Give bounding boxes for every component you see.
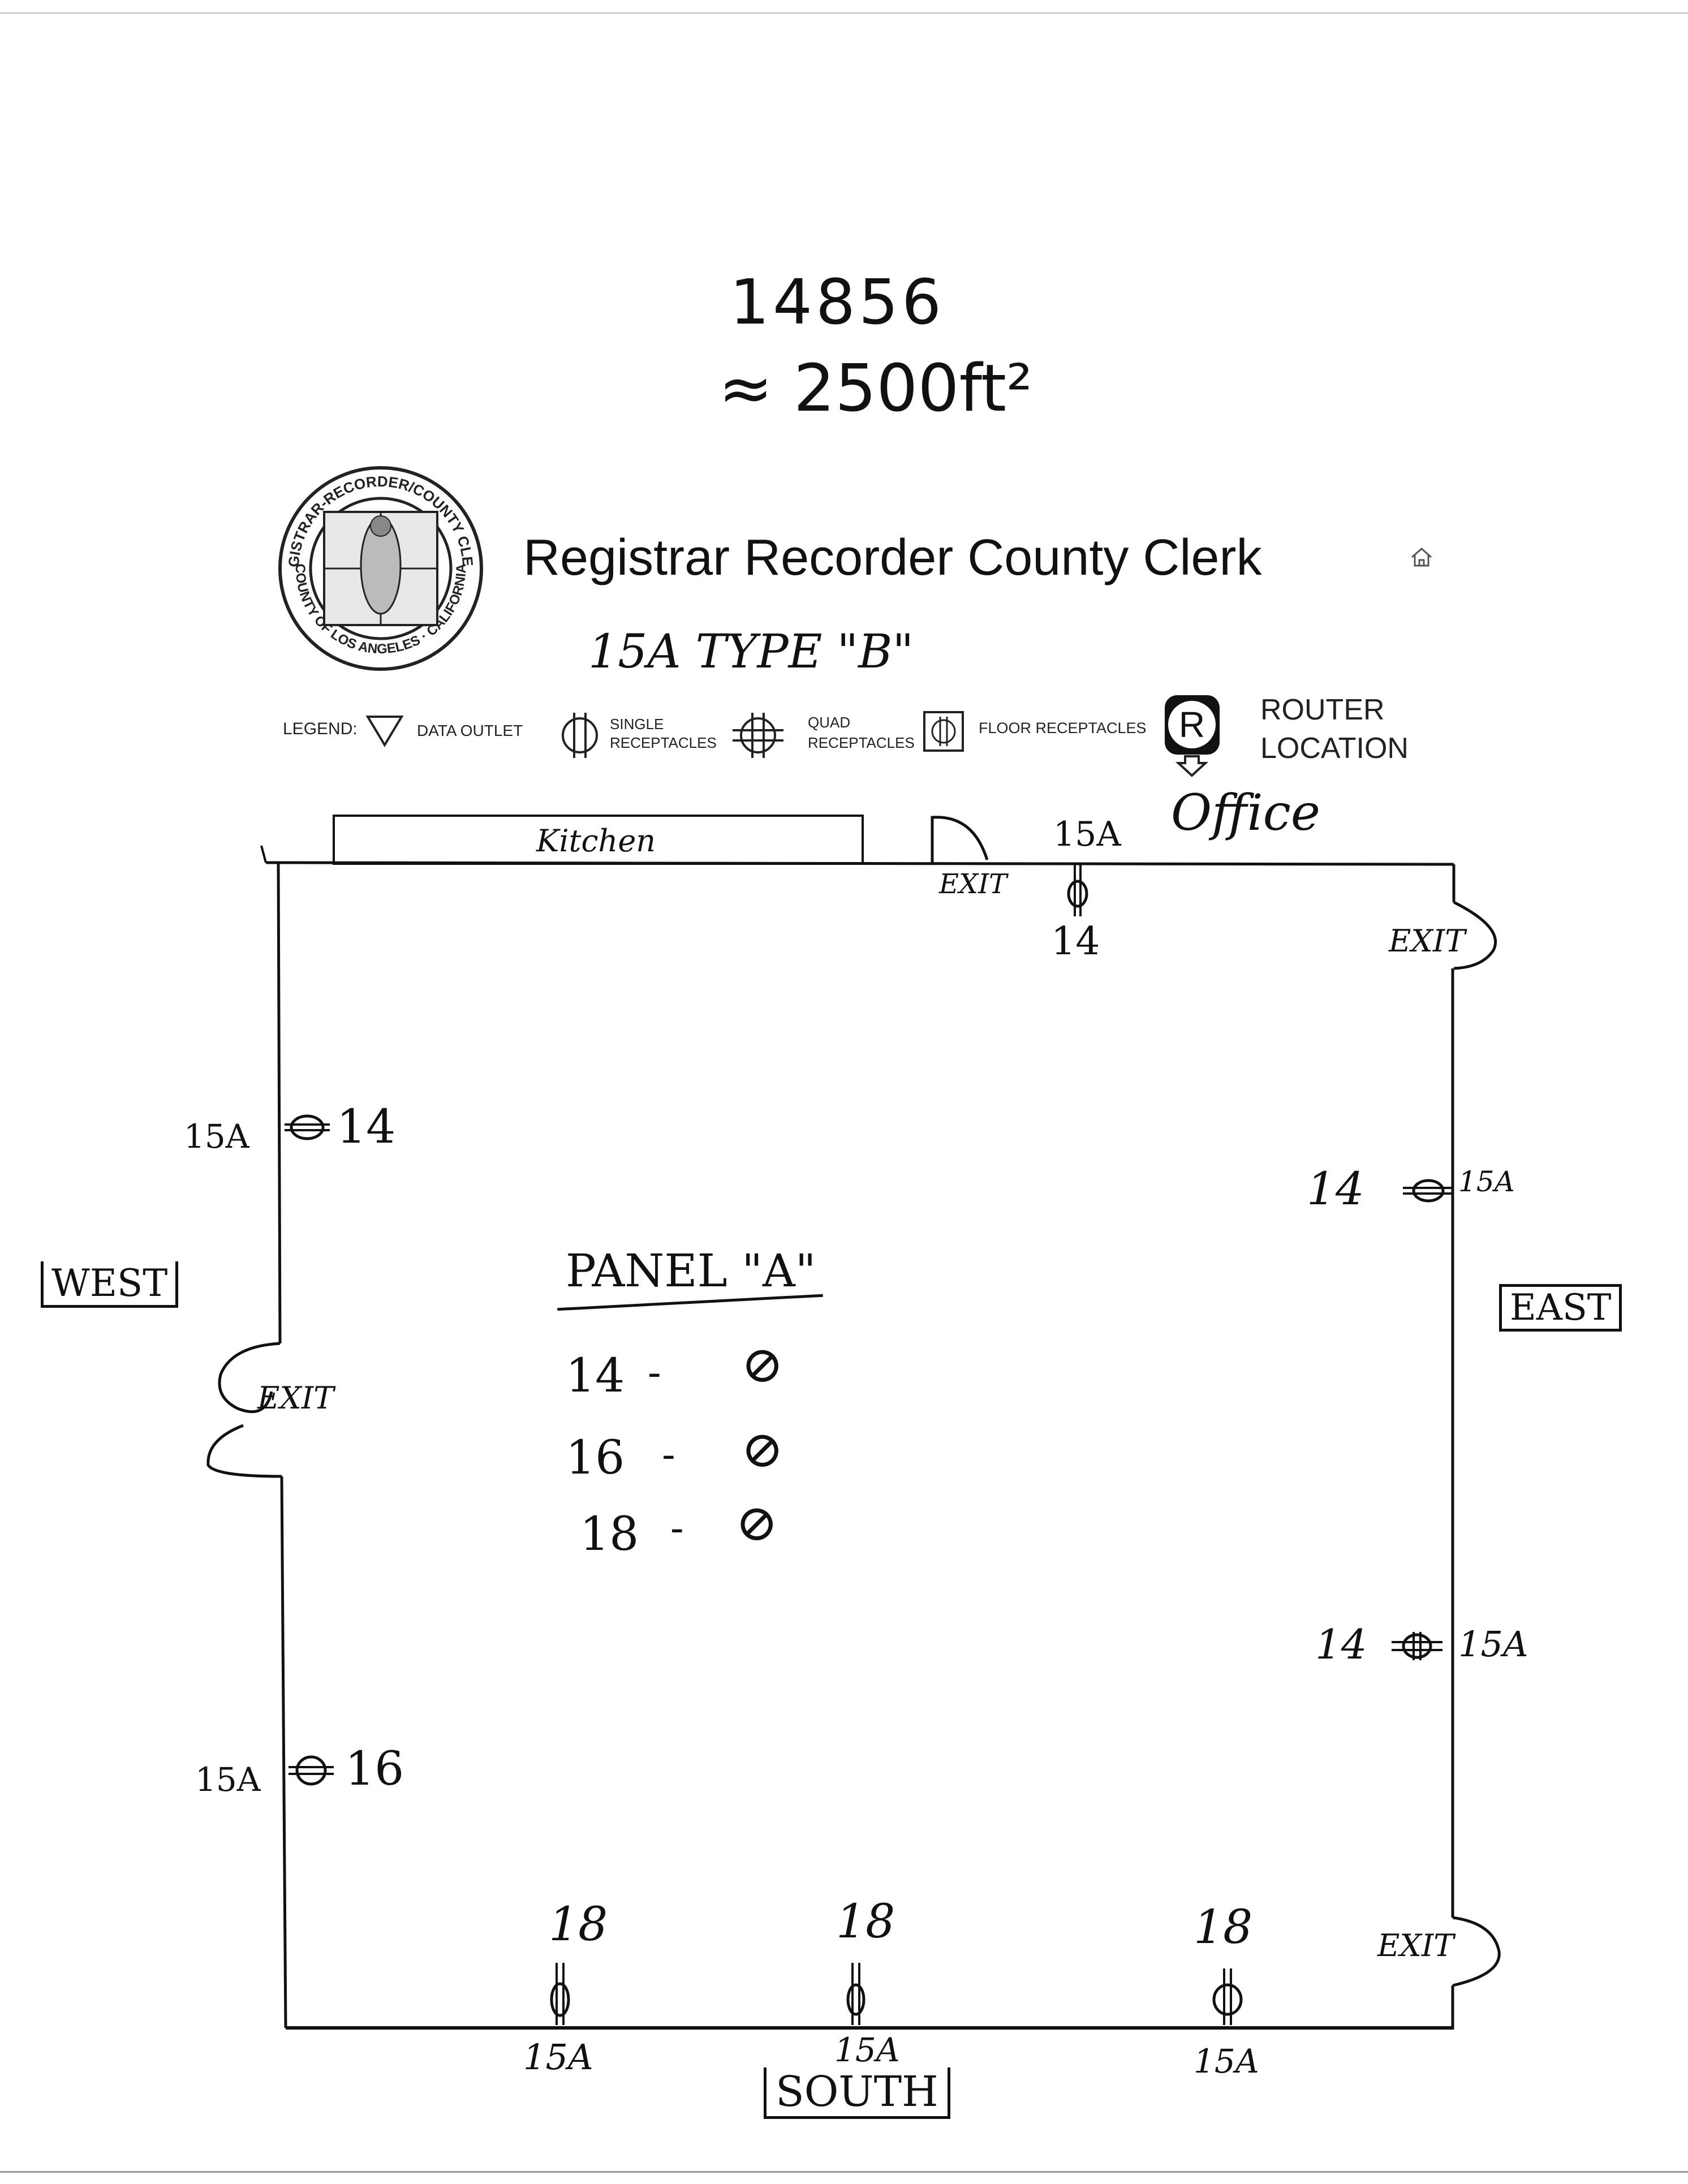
router-icon: R <box>1162 693 1222 778</box>
direction-east: EAST <box>1499 1284 1622 1332</box>
legend-label: LEGEND: <box>283 720 358 738</box>
page-top-edge <box>0 12 1688 14</box>
type-annotation: 15A TYPE "B" <box>588 625 914 679</box>
receptacle-circuit-label: 14 <box>1051 919 1100 964</box>
page-title: Registrar Recorder County Clerk <box>523 529 1262 586</box>
receptacle-amp-label: 15A <box>184 1117 249 1156</box>
exit-label-east-top: EXIT <box>1389 923 1466 959</box>
receptacle-circuit-label: 16 <box>345 1742 404 1796</box>
exit-label-east-bottom: EXIT <box>1377 1928 1454 1963</box>
panel-row-symbol: ⊘ <box>735 1493 778 1553</box>
county-seal: REGISTRAR-RECORDER/COUNTY CLERK COUNTY O… <box>276 464 485 673</box>
panel-row-circuit: 16 <box>566 1431 625 1485</box>
panel-row-symbol: ⊘ <box>741 1420 784 1479</box>
triangle-data-outlet-icon <box>365 714 404 748</box>
legend-router-label-1: ROUTER <box>1260 693 1385 726</box>
receptacle-amp-label: 15A <box>834 2031 900 2069</box>
receptacle-amp-label: 15A <box>523 2036 593 2078</box>
quad-receptacle-icon[interactable] <box>1389 1626 1445 1666</box>
receptacle-circuit-label: 18 <box>549 1898 608 1952</box>
handwritten-number: 14856 <box>730 266 945 338</box>
receptacle-amp-label: 15A <box>195 1760 261 1799</box>
exit-label-west: EXIT <box>257 1380 334 1416</box>
quad-receptacle-icon[interactable] <box>1400 1171 1457 1211</box>
legend-single-label-1: SINGLE <box>610 716 664 733</box>
router-annotation: Office <box>1171 783 1320 842</box>
panel-row-symbol: ⊘ <box>741 1335 784 1394</box>
quad-receptacle-icon[interactable] <box>282 1108 333 1147</box>
single-receptacle-icon[interactable] <box>1208 1966 1247 2028</box>
legend-quad-label-2: RECEPTACLES <box>808 734 915 751</box>
receptacle-circuit-label: 14 <box>337 1100 396 1154</box>
floor-receptacle-icon <box>922 710 967 755</box>
panel-row-circuit: 14 <box>566 1349 625 1403</box>
single-receptacle-icon <box>557 710 602 761</box>
handwritten-area: ≈ 2500ft² <box>718 351 1033 427</box>
exit-label-north: EXIT <box>939 868 1007 900</box>
panel-title: PANEL "A" <box>566 1244 816 1297</box>
page-bottom-edge <box>0 2171 1688 2173</box>
legend-router-label-2: LOCATION <box>1260 732 1409 765</box>
legend-data-outlet-label: DATA OUTLET <box>417 722 523 739</box>
single-receptacle-icon[interactable] <box>1063 860 1092 922</box>
direction-west: WEST <box>41 1261 179 1308</box>
legend-single-label-2: RECEPTACLES <box>610 734 717 751</box>
quad-receptacle-icon <box>730 710 786 761</box>
home-icon[interactable] <box>1407 543 1436 571</box>
receptacle-amp-label: 15A <box>1194 2042 1259 2080</box>
receptacle-circuit-label: 18 <box>836 1895 895 1949</box>
panel-row-circuit: 18 <box>580 1507 639 1561</box>
panel-row-dash: - <box>662 1431 675 1477</box>
svg-text:R: R <box>1179 704 1205 745</box>
quad-receptacle-icon[interactable] <box>286 1748 337 1793</box>
receptacle-circuit-label: 18 <box>1194 1901 1253 1954</box>
kitchen-label: Kitchen <box>536 823 656 859</box>
panel-row-dash: - <box>670 1505 684 1551</box>
single-receptacle-icon[interactable] <box>842 1960 870 2028</box>
receptacle-amp-label: 15A <box>1458 1165 1515 1198</box>
receptacle-amp-label: 15A <box>1053 815 1121 854</box>
direction-south: SOUTH <box>764 2067 950 2119</box>
panel-row-dash: - <box>648 1349 661 1395</box>
legend-floor-label: FLOOR RECEPTACLES <box>979 720 1147 736</box>
legend-quad-label-1: QUAD <box>808 714 851 731</box>
receptacle-circuit-label: 14 <box>1315 1621 1367 1668</box>
single-receptacle-icon[interactable] <box>546 1960 574 2028</box>
receptacle-circuit-label: 14 <box>1307 1162 1364 1215</box>
receptacle-amp-label: 15A <box>1458 1623 1528 1665</box>
